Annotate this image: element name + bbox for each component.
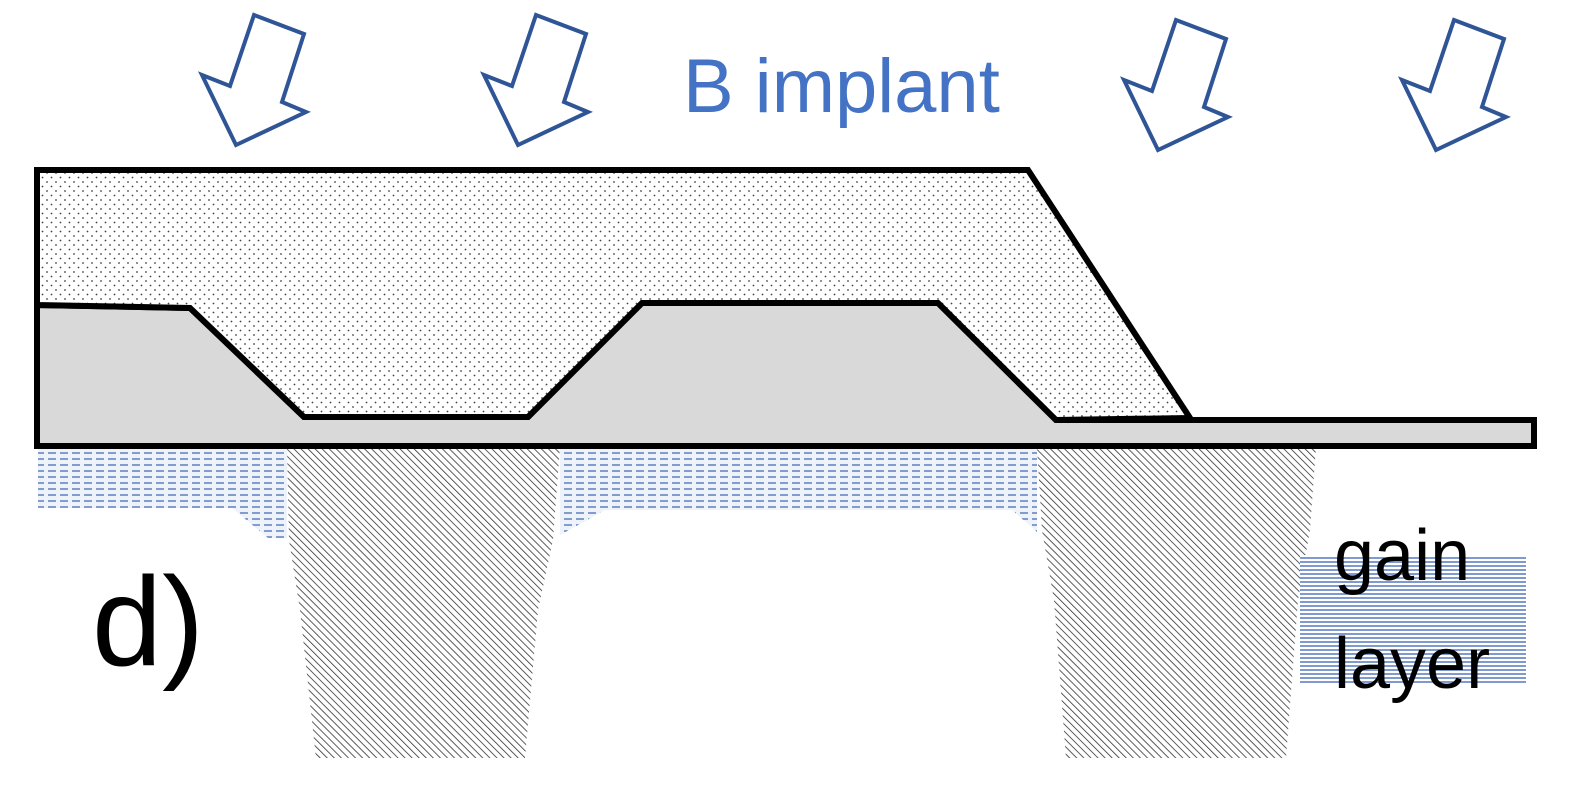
- down-left-arrow-icon: [479, 12, 593, 148]
- implant-label: B implant: [683, 44, 1000, 129]
- trench-left: [287, 447, 560, 758]
- photoresist-layer: [34, 167, 1196, 424]
- isolation-trenches: [287, 447, 1316, 758]
- gain-layer-label-line2: layer: [1334, 624, 1490, 704]
- panel-label: d): [92, 551, 204, 692]
- implant-arrow-group: [197, 12, 1511, 153]
- gain-region-left: [38, 447, 287, 538]
- trench-right: [1037, 447, 1316, 758]
- down-left-arrow-icon: [1397, 17, 1511, 153]
- down-left-arrow-icon: [197, 12, 311, 148]
- down-left-arrow-icon: [1119, 17, 1233, 153]
- gain-layer-swatch: [1300, 555, 1526, 685]
- gain-layer-label-line1: gain: [1334, 516, 1470, 596]
- gain-region-center: [560, 447, 1037, 535]
- implanted-gain-regions: [38, 447, 1037, 538]
